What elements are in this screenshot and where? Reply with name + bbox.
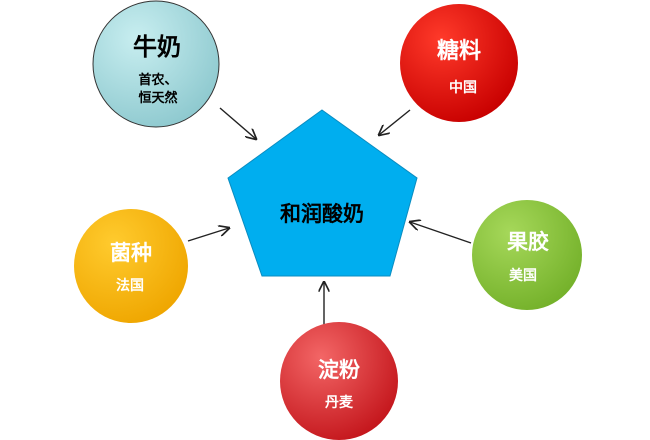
center-label: 和润酸奶 — [280, 202, 364, 226]
source-circle-sugar — [400, 4, 518, 122]
source-name-starch: 淀粉 — [318, 358, 360, 382]
arrow-milk — [219, 107, 256, 139]
source-name-culture: 菌种 — [110, 241, 152, 265]
source-name-sugar: 糖料 — [437, 38, 481, 64]
source-origin-sugar: 中国 — [449, 79, 477, 96]
arrow-pectin — [410, 222, 472, 244]
source-node-starch: 淀粉 丹麦 — [280, 322, 398, 440]
center-product: 和润酸奶 — [227, 109, 418, 277]
arrow-culture — [187, 228, 229, 242]
source-origin-starch: 丹麦 — [325, 394, 354, 411]
source-origin-culture: 法国 — [116, 277, 144, 294]
source-origin-pectin: 美国 — [509, 267, 537, 284]
source-name-pectin: 果胶 — [507, 230, 549, 254]
source-circle-culture — [74, 209, 188, 323]
source-circle-milk — [92, 0, 220, 128]
source-node-pectin: 果胶 美国 — [472, 200, 582, 310]
source-node-milk: 牛奶 首农、 恒天然 — [92, 0, 220, 128]
source-origin-milk-line2: 恒天然 — [138, 90, 177, 106]
source-node-sugar: 糖料 中国 — [400, 4, 518, 122]
source-name-milk: 牛奶 — [133, 33, 181, 61]
source-circle-pectin — [472, 200, 582, 310]
center-pentagon — [227, 109, 418, 277]
source-node-culture: 菌种 法国 — [74, 209, 188, 323]
source-circle-starch — [280, 322, 398, 440]
arrows-group — [187, 107, 472, 325]
arrow-sugar — [379, 109, 411, 135]
source-origin-milk-line1: 首农、 — [138, 72, 177, 88]
